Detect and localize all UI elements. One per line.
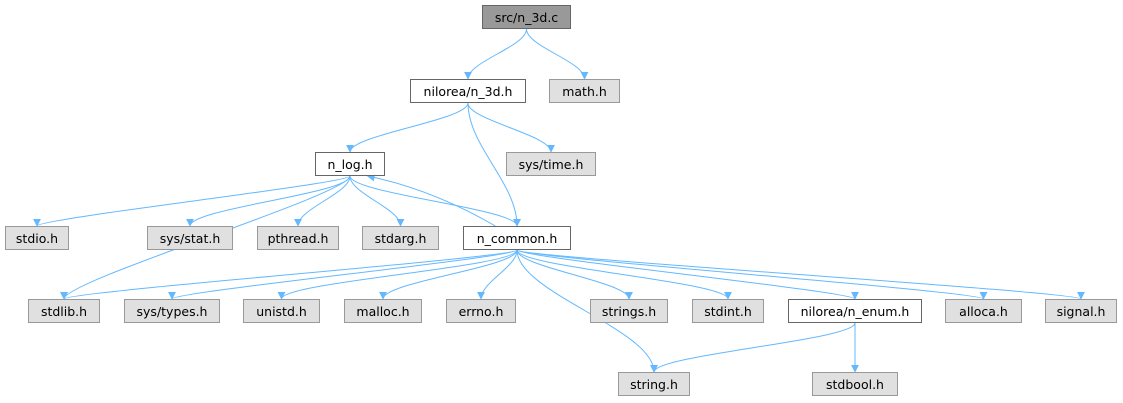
edge-ncommon-to-unistd bbox=[277, 249, 518, 300]
edge-root-to-math bbox=[526, 28, 589, 80]
edge-ncommon-to-stdint bbox=[516, 249, 732, 300]
node-nenum-header[interactable]: nilorea/n_enum.h bbox=[788, 299, 922, 323]
edge-n3d-to-nlog bbox=[346, 102, 469, 153]
edge-ncommon-to-signal bbox=[516, 249, 1085, 300]
edge-n3d-to-ncommon bbox=[467, 102, 521, 227]
edge-ncommon-to-nlog bbox=[366, 173, 496, 227]
node-math-header: math.h bbox=[549, 79, 620, 103]
node-sysstat-header: sys/stat.h bbox=[147, 226, 233, 250]
edge-nlog-to-stdarg bbox=[349, 175, 405, 227]
edge-ncommon-to-nenum bbox=[516, 249, 859, 300]
edge-nlog-to-pthread bbox=[294, 175, 351, 227]
edge-ncommon-to-strings bbox=[516, 249, 633, 300]
node-root-file: src/n_3d.c bbox=[482, 5, 571, 29]
node-stdarg-header: stdarg.h bbox=[362, 226, 439, 250]
node-stdint-header: stdint.h bbox=[692, 299, 764, 323]
node-string-header: string.h bbox=[618, 372, 690, 396]
node-errno-header: errno.h bbox=[446, 299, 516, 323]
node-ncommon-header[interactable]: n_common.h bbox=[463, 226, 571, 250]
node-stdlib-header: stdlib.h bbox=[28, 299, 100, 323]
node-unistd-header: unistd.h bbox=[243, 299, 320, 323]
edge-ncommon-to-malloc bbox=[379, 249, 518, 300]
edge-nlog-to-stdio bbox=[33, 175, 351, 227]
node-alloca-header: alloca.h bbox=[945, 299, 1022, 323]
node-stdbool-header: stdbool.h bbox=[812, 372, 898, 396]
edge-ncommon-to-alloca bbox=[516, 249, 988, 300]
edge-ncommon-to-string bbox=[516, 249, 658, 373]
node-systime-header: sys/time.h bbox=[506, 152, 596, 176]
edge-ncommon-to-systypes bbox=[168, 249, 518, 300]
edge-nlog-to-sysstat bbox=[186, 175, 351, 227]
edge-root-to-n3d bbox=[464, 28, 527, 80]
node-n3d-header[interactable]: nilorea/n_3d.h bbox=[410, 79, 526, 103]
node-stdio-header: stdio.h bbox=[5, 226, 69, 250]
node-signal-header: signal.h bbox=[1045, 299, 1117, 323]
node-pthread-header: pthread.h bbox=[257, 226, 339, 250]
edge-nlog-to-ncommon bbox=[349, 175, 521, 227]
edge-n3d-to-systime bbox=[467, 102, 555, 153]
node-systypes-header: sys/types.h bbox=[124, 299, 220, 323]
edge-nenum-to-string bbox=[650, 322, 856, 373]
edge-ncommon-to-stdlib bbox=[60, 249, 518, 300]
node-strings-header: strings.h bbox=[590, 299, 668, 323]
node-nlog-header[interactable]: n_log.h bbox=[315, 152, 385, 176]
node-malloc-header: malloc.h bbox=[344, 299, 422, 323]
edge-ncommon-to-errno bbox=[477, 249, 518, 300]
